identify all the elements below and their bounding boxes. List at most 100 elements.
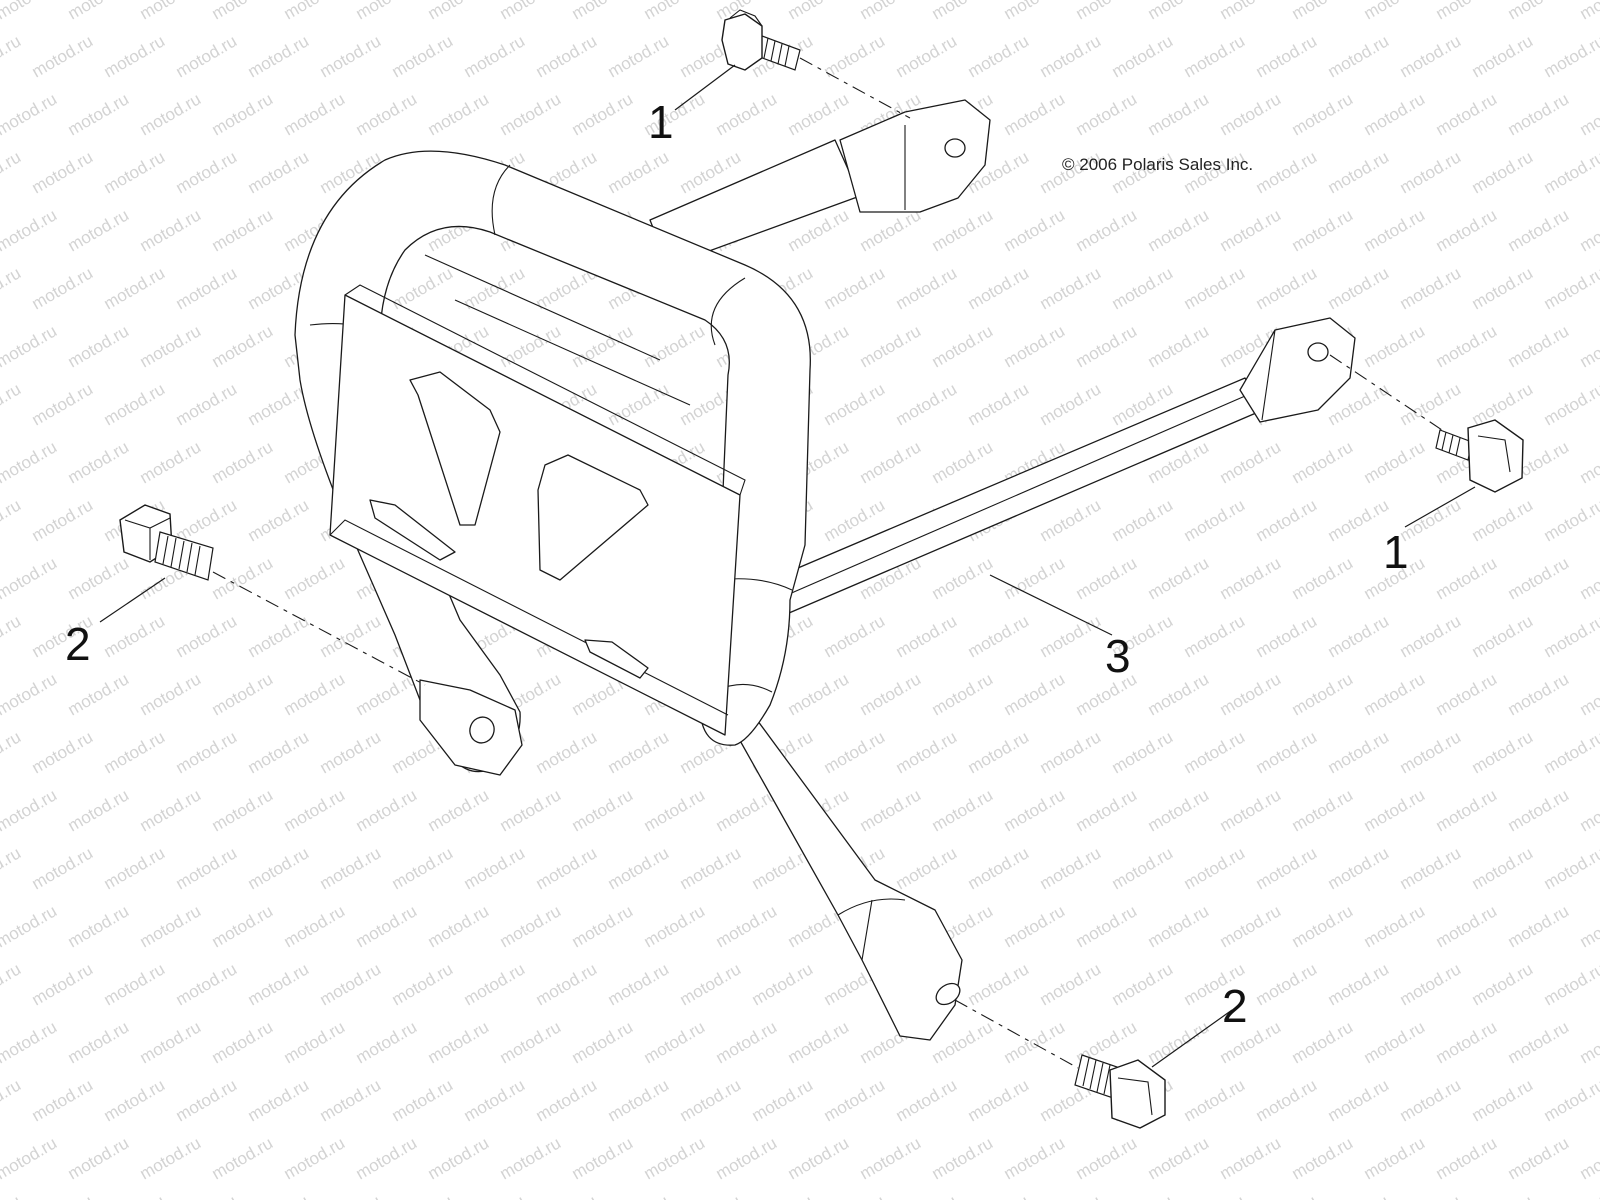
watermark-text: motod.ru (1289, 669, 1357, 719)
watermark-text: motod.ru (1145, 1017, 1213, 1067)
watermark-text: motod.ru (1253, 263, 1321, 313)
watermark-text: motod.ru (1001, 0, 1069, 23)
watermark-text: motod.ru (461, 1075, 529, 1125)
watermark-text: motod.ru (245, 31, 313, 81)
watermark-text: motod.ru (1289, 89, 1357, 139)
watermark-text: motod.ru (317, 1191, 385, 1200)
watermark-text: motod.ru (1433, 669, 1501, 719)
watermark-text: motod.ru (101, 843, 169, 893)
watermark-text: motod.ru (857, 669, 925, 719)
watermark-text: motod.ru (533, 1075, 601, 1125)
watermark-text: motod.ru (1001, 901, 1069, 951)
callout-bolt-bottom: 2 (1222, 980, 1248, 1032)
watermark-text: motod.ru (641, 0, 709, 23)
watermark-text: motod.ru (137, 785, 205, 835)
watermark-text: motod.ru (965, 1075, 1033, 1125)
watermark-text: motod.ru (569, 1133, 637, 1183)
watermark-text: motod.ru (353, 901, 421, 951)
watermark-text: motod.ru (245, 1075, 313, 1125)
watermark-text: motod.ru (29, 959, 97, 1009)
lower-support-leg (719, 689, 963, 1041)
watermark-text: motod.ru (569, 785, 637, 835)
watermark-text: motod.ru (0, 321, 60, 371)
watermark-text: motod.ru (317, 959, 385, 1009)
watermark-text: motod.ru (893, 379, 961, 429)
watermark-text: motod.ru (1541, 263, 1600, 313)
watermark-text: motod.ru (857, 205, 925, 255)
watermark-text: motod.ru (1469, 263, 1537, 313)
watermark-text: motod.ru (1577, 785, 1600, 835)
watermark-text: motod.ru (101, 1075, 169, 1125)
watermark-text: motod.ru (749, 1191, 817, 1200)
watermark-text: motod.ru (1109, 1191, 1177, 1200)
watermark-text: motod.ru (1397, 727, 1465, 777)
watermark-text: motod.ru (821, 727, 889, 777)
watermark-text: motod.ru (929, 437, 997, 487)
watermark-text: motod.ru (533, 727, 601, 777)
watermark-text: motod.ru (1577, 437, 1600, 487)
watermark-text: motod.ru (641, 1017, 709, 1067)
watermark-text: motod.ru (317, 31, 385, 81)
watermark-text: motod.ru (1577, 1133, 1600, 1183)
watermark-text: motod.ru (857, 785, 925, 835)
watermark-text: motod.ru (677, 1075, 745, 1125)
watermark-text: motod.ru (0, 1133, 60, 1183)
watermark-text: motod.ru (569, 1017, 637, 1067)
watermark-text: motod.ru (1325, 843, 1393, 893)
watermark-text: motod.ru (857, 1133, 925, 1183)
watermark-text: motod.ru (1469, 727, 1537, 777)
watermark-text: motod.ru (101, 1191, 169, 1200)
watermark-text: motod.ru (173, 1191, 241, 1200)
watermark-text: motod.ru (1469, 31, 1537, 81)
watermark-text: motod.ru (821, 1075, 889, 1125)
watermark-text: motod.ru (1505, 1133, 1573, 1183)
watermark-text: motod.ru (137, 1133, 205, 1183)
watermark-text: motod.ru (1037, 843, 1105, 893)
watermark-text: motod.ru (1073, 553, 1141, 603)
watermark-text: motod.ru (1217, 205, 1285, 255)
watermark-text: motod.ru (1217, 669, 1285, 719)
bolt-bottom (1074, 1054, 1166, 1129)
watermark-text: motod.ru (245, 495, 313, 545)
watermark-text: motod.ru (1181, 843, 1249, 893)
watermark-text: motod.ru (1577, 669, 1600, 719)
watermark-text: motod.ru (101, 379, 169, 429)
watermark-text: motod.ru (1541, 843, 1600, 893)
watermark-text: motod.ru (1361, 785, 1429, 835)
watermark-text: motod.ru (1505, 785, 1573, 835)
watermark-text: motod.ru (965, 1191, 1033, 1200)
watermark-text: motod.ru (533, 31, 601, 81)
watermark-text: motod.ru (605, 1075, 673, 1125)
watermark-text: motod.ru (713, 1017, 781, 1067)
watermark-text: motod.ru (1073, 321, 1141, 371)
upper-support-bar (649, 99, 991, 267)
watermark-text: motod.ru (173, 727, 241, 777)
watermark-text: motod.ru (101, 31, 169, 81)
watermark-text: motod.ru (785, 0, 853, 23)
watermark-text: motod.ru (173, 147, 241, 197)
watermark-text: motod.ru (29, 843, 97, 893)
watermark-text: motod.ru (1181, 611, 1249, 661)
watermark-text: motod.ru (65, 669, 133, 719)
watermark-text: motod.ru (425, 901, 493, 951)
watermark-text: motod.ru (569, 0, 637, 23)
watermark-text: motod.ru (1253, 1191, 1321, 1200)
watermark-text: motod.ru (29, 1191, 97, 1200)
watermark-text: motod.ru (1145, 785, 1213, 835)
watermark-text: motod.ru (821, 611, 889, 661)
watermark-text: motod.ru (1289, 901, 1357, 951)
watermark-text: motod.ru (1109, 263, 1177, 313)
watermark-text: motod.ru (461, 263, 529, 313)
watermark-text: motod.ru (209, 785, 277, 835)
watermark-text: motod.ru (1397, 611, 1465, 661)
watermark-text: motod.ru (569, 901, 637, 951)
watermark-text: motod.ru (1145, 901, 1213, 951)
watermark-text: motod.ru (1181, 31, 1249, 81)
watermark-text: motod.ru (1397, 31, 1465, 81)
watermark-text: motod.ru (1577, 205, 1600, 255)
watermark-text: motod.ru (209, 1133, 277, 1183)
watermark-text: motod.ru (965, 843, 1033, 893)
watermark-text: motod.ru (893, 843, 961, 893)
watermark-text: motod.ru (0, 263, 24, 313)
watermark-text: motod.ru (533, 1191, 601, 1200)
